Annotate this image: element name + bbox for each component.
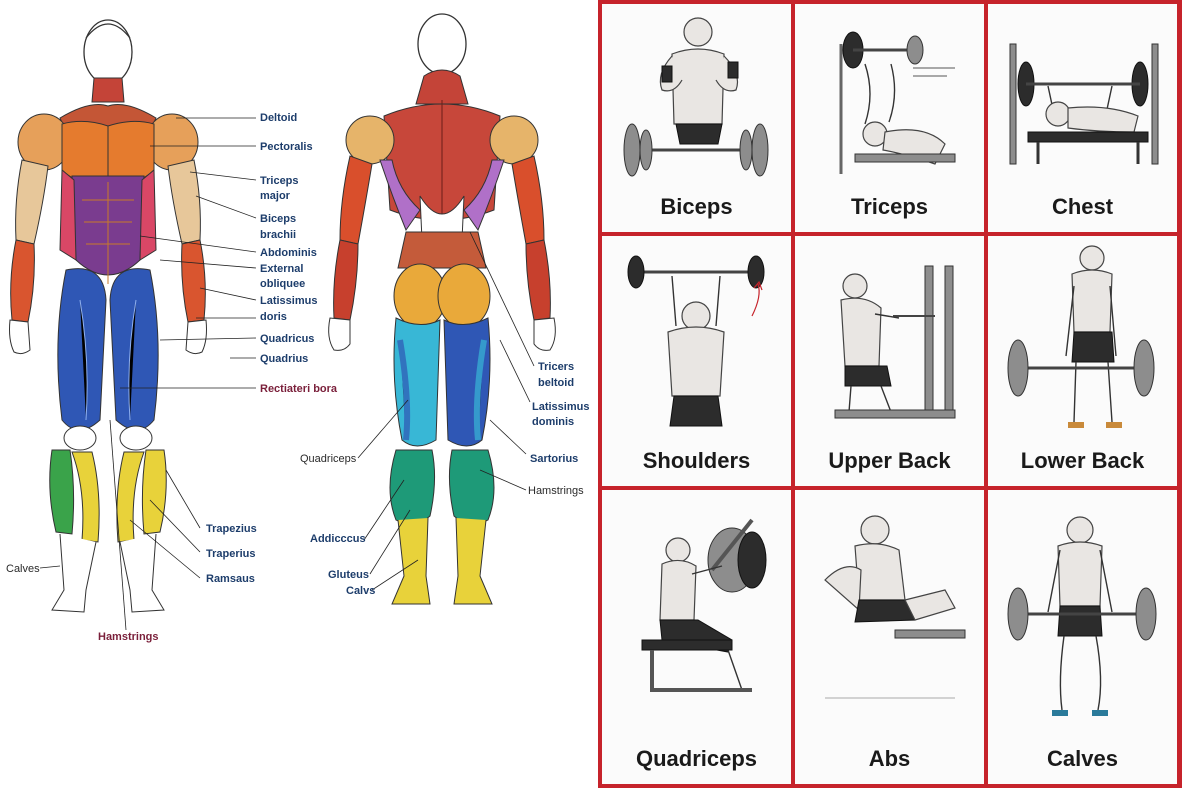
upper-back-row-illustration [834,265,956,419]
label-trapezius: Trapezius [206,523,257,535]
triceps-press-illustration [839,31,956,174]
card-triceps[interactable]: Triceps [795,4,984,232]
card-shoulders[interactable]: Shoulders [602,236,791,486]
label-hamstrings: Hamstrings [98,631,159,643]
label-biceps: Biceps [260,213,296,225]
label-ramsaus: Ramsaus [206,573,255,585]
card-quadriceps[interactable]: Quadriceps [602,490,791,784]
label-quadrius: Quadrius [260,353,308,365]
label-major: major [260,190,291,202]
label-rectiateri-bora: Rectiateri bora [260,383,338,395]
muscle-anatomy-diagram: Deltoid Pectoralis Triceps major Biceps … [6,13,589,643]
label-gluteus: Gluteus [328,569,369,581]
label-calvs: Calvs [346,585,375,597]
card-label-biceps: Biceps [660,194,733,219]
front-labels: Deltoid Pectoralis Triceps major Biceps … [6,112,338,643]
card-lower-back[interactable]: Lower Back [988,236,1177,486]
label-deltoid: Deltoid [260,112,297,124]
label-hamstrings-back: Hamstrings [528,485,584,497]
label-sartorius: Sartorius [530,453,578,465]
shoulders-overhead-press-illustration [627,255,765,427]
card-biceps[interactable]: Biceps [602,4,791,232]
label-doris: doris [260,311,287,323]
card-label-quadriceps: Quadriceps [635,746,758,771]
card-label-chest: Chest [1051,194,1114,219]
card-calves[interactable]: Calves [988,490,1177,784]
card-label-calves: Calves [1047,746,1118,771]
quadriceps-leg-press-illustration [641,518,767,692]
label-external: External [260,263,303,275]
abs-crunch-illustration [824,515,966,699]
label-dominis: dominis [532,416,574,428]
back-leader-lines [357,231,535,591]
front-figure [9,19,207,613]
label-addicccus: Addicccus [310,533,366,545]
label-latissimus: Latissimus [260,295,317,307]
label-pectoralis: Pectoralis [260,141,313,153]
lower-back-deadlift-illustration [1007,245,1155,428]
card-chest[interactable]: Chest [988,4,1177,232]
label-triceps: Triceps [260,175,299,187]
card-label-lower-back: Lower Back [1020,448,1145,473]
label-abdominis: Abdominis [260,247,317,259]
card-label-upper-back: Upper Back [828,448,951,473]
card-label-triceps: Triceps [850,194,929,219]
card-upper-back[interactable]: Upper Back [795,236,984,486]
label-brachii: brachii [260,229,296,241]
back-labels: Tricers beltoid Latissimus dominis Sarto… [300,361,589,597]
label-quadricus: Quadricus [260,333,314,345]
label-beltoid: beltoid [538,377,574,389]
chest-bench-press-illustration [1009,43,1159,165]
label-quadriceps-back: Quadriceps [300,453,357,465]
label-calves: Calves [6,563,40,575]
label-tricers: Tricers [538,361,574,373]
front-leader-lines [39,117,257,631]
card-abs[interactable]: Abs [795,490,984,784]
card-label-shoulders: Shoulders [642,448,751,473]
calves-raise-illustration [1007,516,1157,716]
label-obliquee: obliquee [260,278,305,290]
label-latissimus-back: Latissimus [532,401,589,413]
label-traperius: Traperius [206,548,256,560]
card-label-abs: Abs [868,746,911,771]
exercise-card-grid: Biceps Triceps [598,0,1182,788]
biceps-curl-illustration [623,17,769,177]
back-figure [328,13,556,605]
